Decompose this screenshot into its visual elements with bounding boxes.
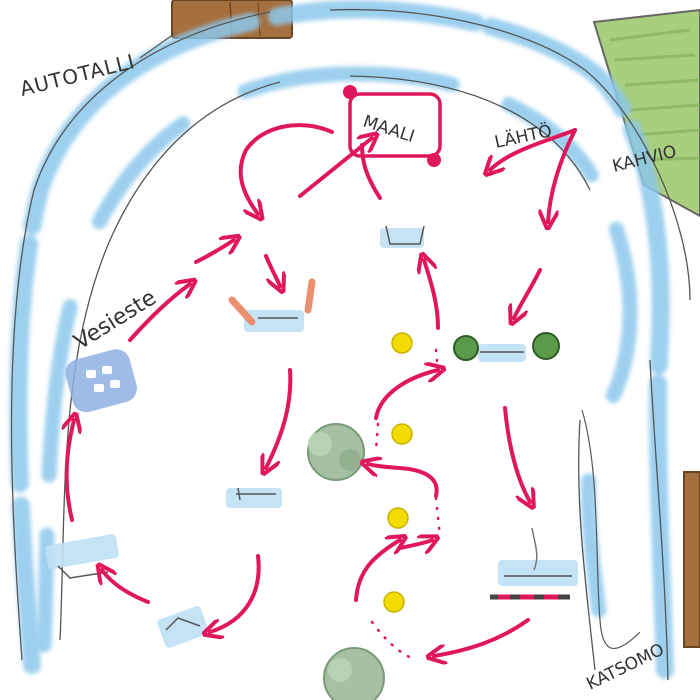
garage-label: AUTOTALLI	[17, 49, 137, 101]
route-arrow	[374, 370, 438, 420]
cone	[391, 423, 413, 445]
finish-sign	[343, 85, 442, 167]
bushes	[307, 423, 385, 700]
route-arrow	[264, 254, 280, 286]
route-arrow	[503, 406, 530, 502]
hedge-obstacle	[453, 332, 560, 362]
route-arrows	[67, 123, 577, 656]
bush-bottom	[323, 647, 385, 700]
route-arrow	[128, 284, 190, 342]
route-arrow	[238, 123, 334, 214]
route-arrow	[424, 260, 440, 330]
flat-block-obstacle	[226, 487, 282, 508]
route-arrow	[360, 143, 382, 200]
dotted-paths	[370, 348, 442, 662]
route-arrow	[266, 368, 293, 468]
track-boundary-inner	[36, 66, 638, 653]
route-arrow	[548, 128, 577, 222]
barrier-obstacle	[490, 527, 578, 600]
ramp-obstacle	[380, 225, 425, 248]
route-arrow	[194, 240, 234, 264]
cone	[383, 591, 405, 613]
water-obstacle	[65, 349, 137, 413]
bottom-ramp-obstacle	[157, 606, 209, 648]
obstacles	[45, 225, 578, 648]
route-arrow	[368, 464, 439, 498]
cones	[383, 332, 413, 613]
cone	[387, 507, 409, 529]
route-arrow	[434, 618, 530, 656]
bush-center	[307, 423, 365, 481]
route-arrow	[514, 268, 542, 318]
route-arrow	[354, 540, 400, 602]
spectate-label: KATSOMO	[583, 640, 667, 695]
route-arrow	[210, 554, 261, 632]
stand-structure	[683, 471, 700, 648]
cone	[391, 332, 413, 354]
wooden-gate-obstacle	[228, 278, 316, 332]
route-arrow	[298, 138, 372, 198]
track-boundary-outline	[10, 8, 691, 681]
route-arrow	[102, 570, 150, 604]
route-arrow	[398, 540, 432, 548]
left-ramp-obstacle	[45, 534, 119, 579]
route-arrow	[490, 128, 577, 170]
route-arrow	[67, 420, 74, 522]
